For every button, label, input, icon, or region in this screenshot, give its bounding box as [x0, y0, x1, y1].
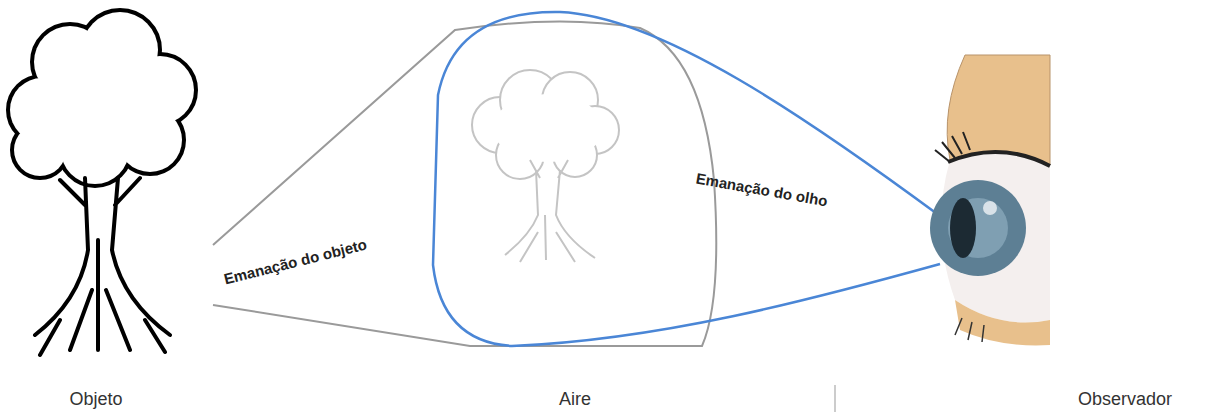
caption-label: Aire — [559, 389, 591, 411]
eye-icon — [930, 55, 1050, 345]
object-emanation — [213, 21, 716, 346]
faint-tree — [472, 70, 619, 262]
caption-label: Observador — [1078, 389, 1172, 411]
caption-label: Objeto — [69, 389, 122, 411]
emanation-label: Emanação do objeto — [222, 236, 369, 289]
eye-emanation — [433, 12, 940, 346]
tick-mark — [834, 385, 836, 412]
tree-icon — [10, 12, 194, 355]
